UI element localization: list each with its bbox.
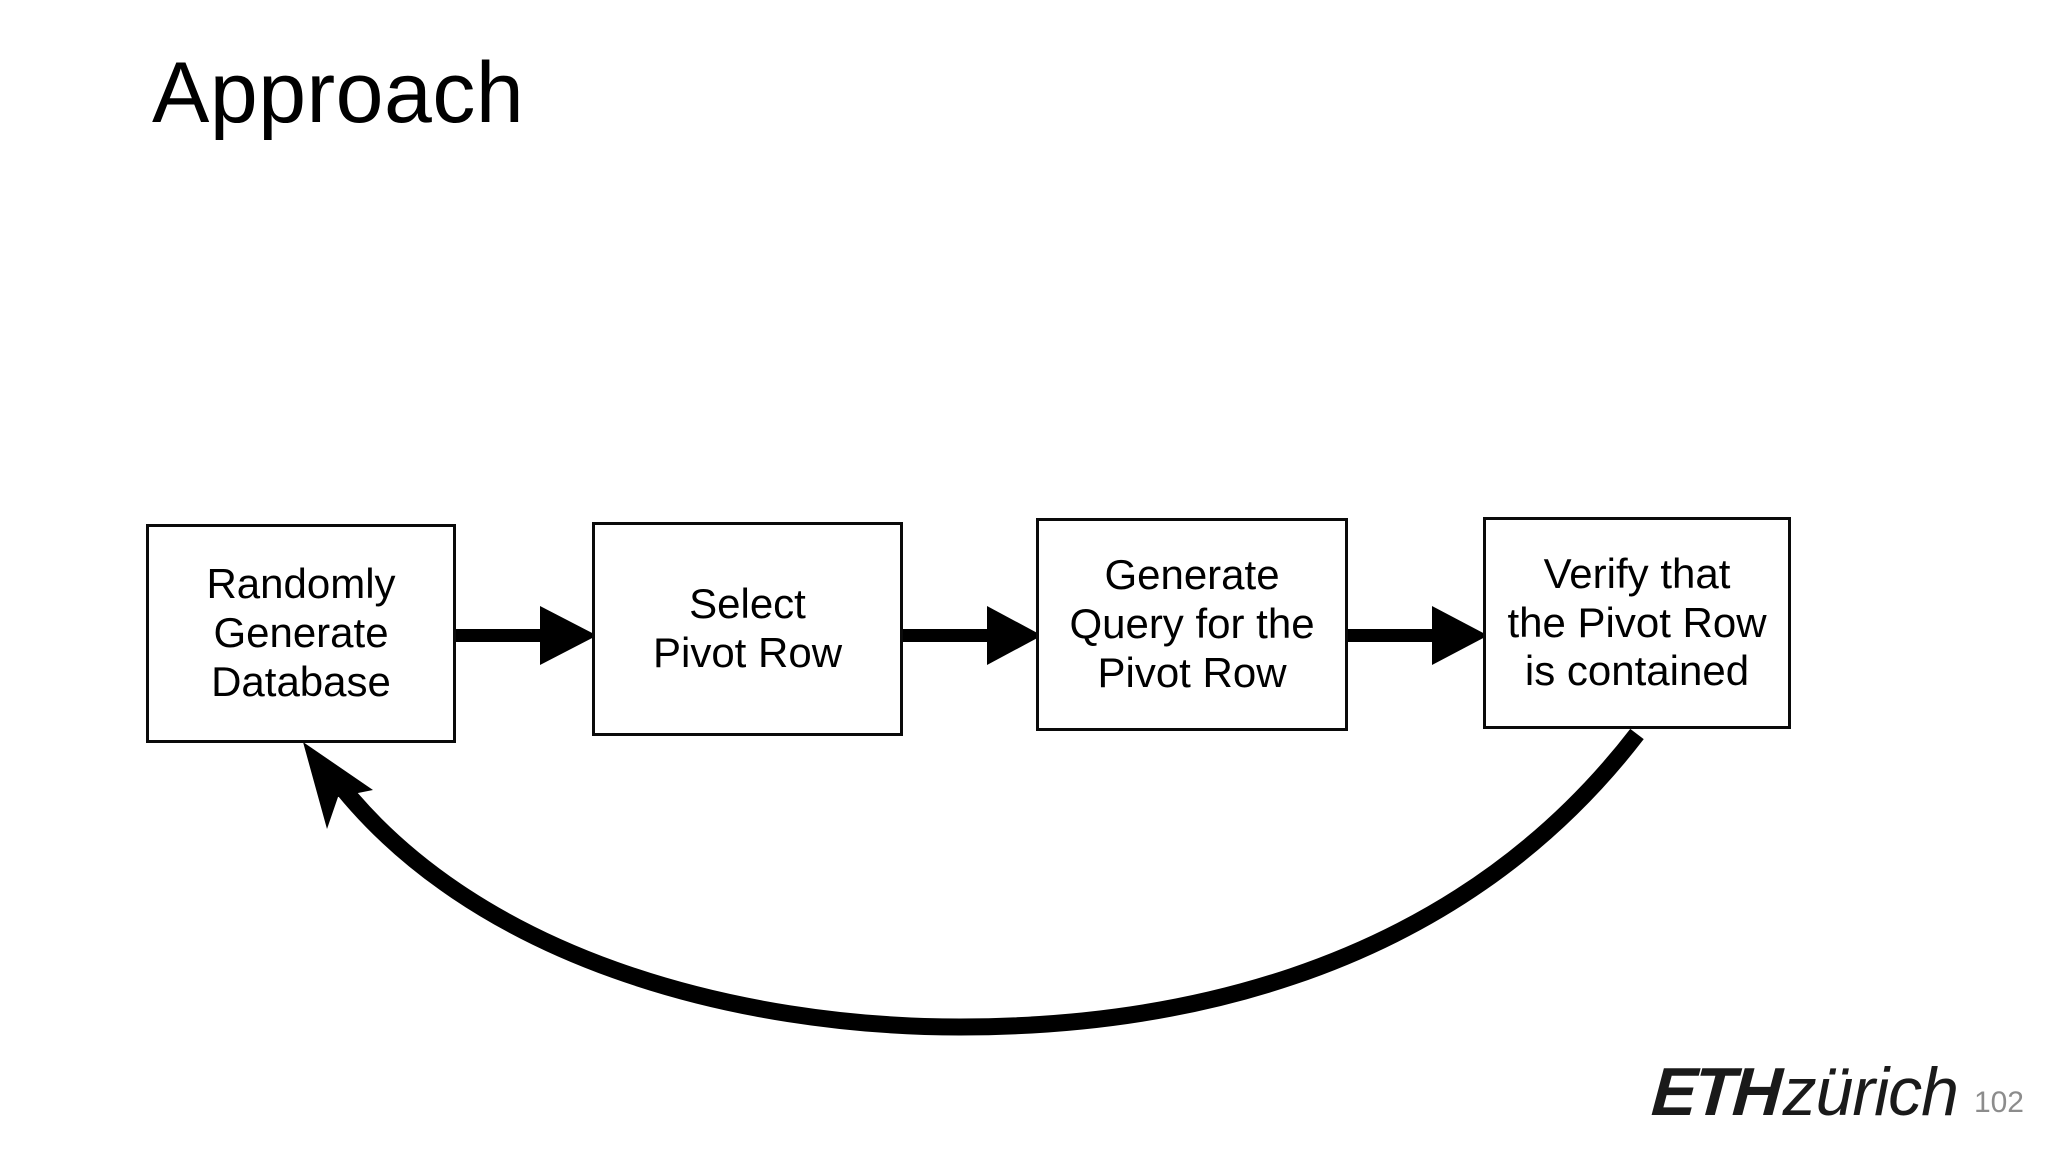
flow-box-line: Verify that <box>1543 549 1731 597</box>
flow-box-randomly-generate-database[interactable]: Randomly Generate Database <box>146 524 456 743</box>
eth-zurich-logo: ETH zürich <box>1648 1054 1959 1130</box>
flow-box-line: Pivot Row <box>652 629 843 676</box>
flow-box-generate-query-for-the-pivot-row[interactable]: Generate Query for the Pivot Row <box>1036 518 1348 731</box>
flow-box-line: is contained <box>1524 647 1750 695</box>
arrow-4-to-1-feedback <box>303 728 1644 1036</box>
flow-box-line: Generate <box>1104 551 1280 599</box>
flow-box-line: Randomly <box>206 560 396 608</box>
flow-box-select-pivot-row[interactable]: Select Pivot Row <box>592 522 903 736</box>
flow-box-line: Generate <box>213 609 389 657</box>
slide-footer: ETH zürich 102 <box>0 1032 2048 1152</box>
arrow-1-to-2 <box>456 606 597 665</box>
page-number: 102 <box>1973 1086 2024 1119</box>
page-title: Approach <box>152 45 525 141</box>
flow-box-verify-that-the-pivot-row-is-contained[interactable]: Verify that the Pivot Row is contained <box>1483 517 1791 729</box>
arrow-2-to-3 <box>903 606 1042 665</box>
zurich-logo-wordmark: zürich <box>1782 1054 1959 1130</box>
flow-box-line: Pivot Row <box>1097 648 1287 696</box>
flow-box-line: Database <box>211 657 391 705</box>
flow-box-line: Select <box>689 580 806 628</box>
eth-logo-wordmark: ETH <box>1648 1054 1782 1130</box>
flow-box-line: Query for the <box>1069 600 1315 648</box>
arrow-3-to-4 <box>1348 606 1488 665</box>
flow-box-line: the Pivot Row <box>1507 598 1767 646</box>
